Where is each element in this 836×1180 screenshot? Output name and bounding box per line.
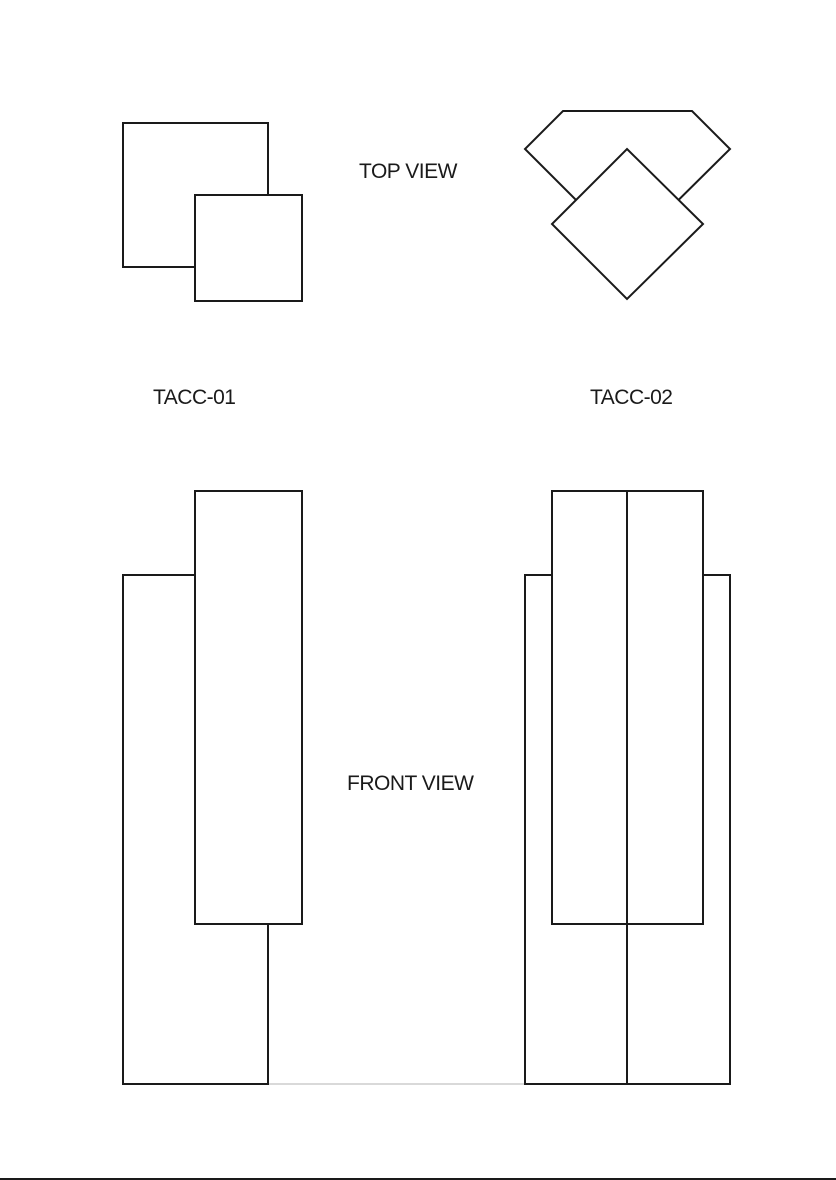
tacc-01-label: TACC-01 bbox=[153, 386, 236, 409]
tacc-02-top-small-diamond bbox=[550, 147, 705, 301]
tacc-01-top-view bbox=[122, 122, 303, 302]
tacc-02-label: TACC-02 bbox=[590, 386, 673, 409]
front-view-label: FRONT VIEW bbox=[347, 772, 474, 795]
tacc-02-front-view bbox=[524, 490, 731, 1085]
tacc-01-top-small-square bbox=[194, 194, 303, 302]
tacc-02-top-view bbox=[523, 110, 732, 301]
top-view-label: TOP VIEW bbox=[359, 160, 457, 183]
tacc-01-front-raised-box bbox=[194, 490, 303, 925]
tacc-01-front-view bbox=[122, 490, 303, 1085]
